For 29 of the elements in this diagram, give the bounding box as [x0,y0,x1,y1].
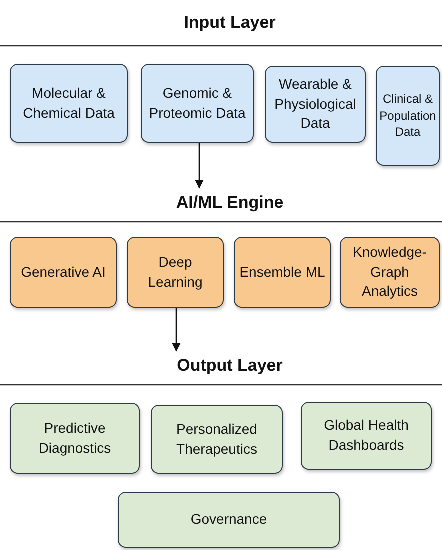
layer-box [301,402,432,470]
box-label: Wearable & Physiological Data [274,75,358,134]
box-label: Predictive Diagnostics [38,418,112,458]
box-label: Global Health Dashboards [323,416,410,455]
box-label: Governance [190,510,268,530]
layer-box [141,64,254,143]
box-label: Deep Learning [147,252,204,292]
layer-heading: AI/ML Engine [176,192,284,214]
layer-box [118,492,340,548]
layer-box [234,237,331,308]
box-label: Clinical & Population Data [378,90,438,142]
box-label: Generative AI [21,262,106,282]
layer-box [10,237,117,308]
layer-box [151,405,283,474]
layer-box [376,66,440,166]
layer-heading: Output Layer [177,355,283,378]
box-label: Molecular & Chemical Data [22,84,116,122]
arrow [194,143,204,189]
box-label: Ensemble ML [240,262,326,282]
arrow [172,308,182,352]
layer-box [127,237,224,308]
box-label: Knowledge-Graph Analytics [352,243,428,302]
layer-box [340,237,440,308]
layer-box [10,64,128,143]
box-label: Genomic & Proteomic Data [148,84,247,122]
layer-box [265,66,366,143]
layer-heading: Input Layer [184,12,276,34]
layer-box [10,403,140,474]
box-label: Personalized Therapeutics [176,420,258,459]
